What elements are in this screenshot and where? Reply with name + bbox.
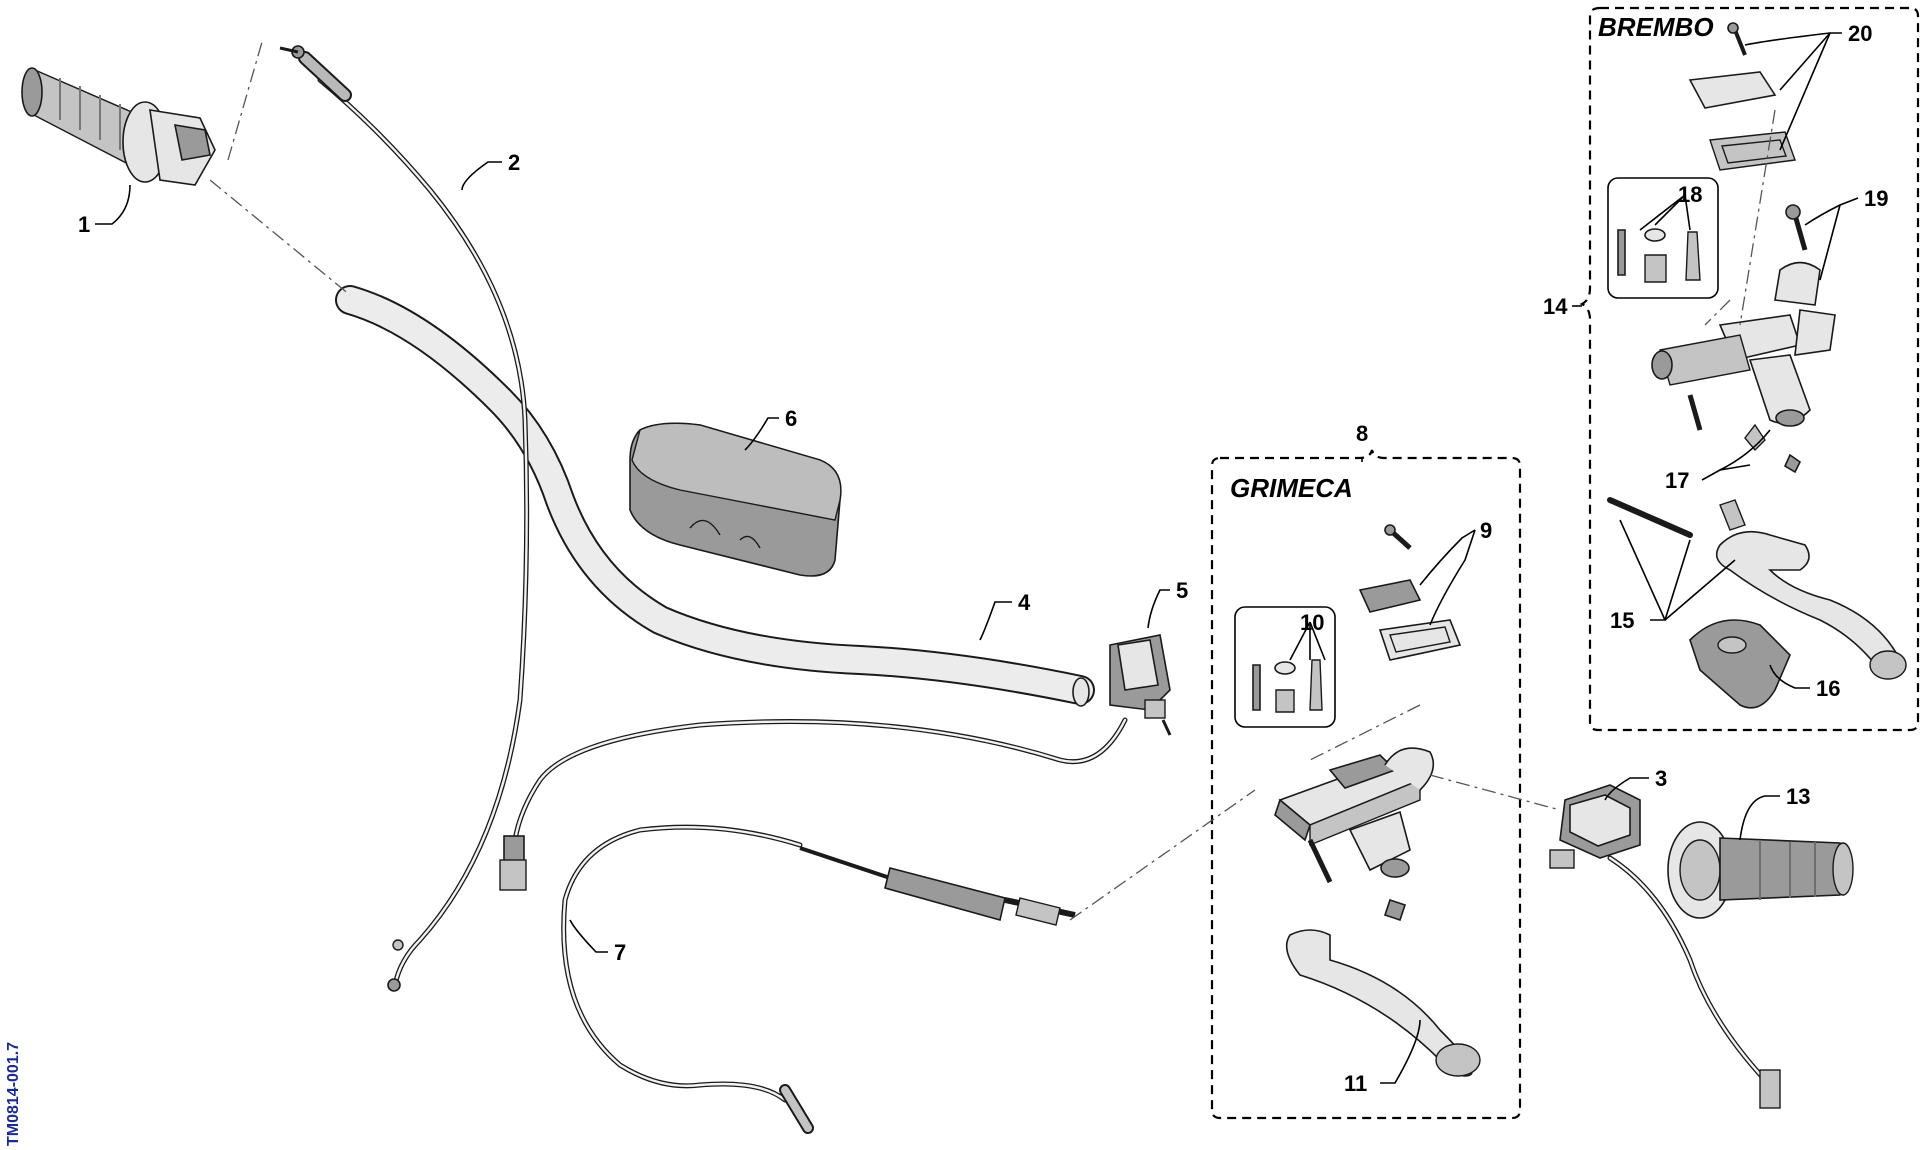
callout-17: 17 xyxy=(1665,468,1689,493)
callouts: 1 2 3 4 5 6 7 8 9 10 11 13 14 15 16 17 1… xyxy=(78,21,1888,1096)
clutch-cable xyxy=(561,824,1076,1134)
callout-13: 13 xyxy=(1786,784,1810,809)
brembo-group-box xyxy=(1579,6,1920,732)
switch-wire xyxy=(499,717,1128,891)
callout-4: 4 xyxy=(1018,590,1031,615)
brembo-master-cylinder xyxy=(1651,22,1836,474)
grimeca-clutch-lever xyxy=(1285,929,1481,1077)
brembo-label: BREMBO xyxy=(1598,12,1714,42)
callout-6: 6 xyxy=(785,406,797,431)
brembo-inset-box xyxy=(1607,177,1719,299)
handlebar xyxy=(335,285,1095,707)
handlebar-pad xyxy=(629,422,842,577)
right-switch xyxy=(1109,634,1172,736)
callout-19: 19 xyxy=(1864,186,1888,211)
callout-3: 3 xyxy=(1655,766,1667,791)
callout-2: 2 xyxy=(508,150,520,175)
throttle-cable xyxy=(279,45,530,992)
brembo-brake-lever xyxy=(1607,497,1907,680)
callout-11: 11 xyxy=(1344,1071,1367,1096)
grimeca-group-box xyxy=(1210,449,1522,1120)
callout-16: 16 xyxy=(1816,676,1840,701)
callout-10: 10 xyxy=(1300,610,1324,635)
leader-lines xyxy=(95,32,1859,1084)
left-grip xyxy=(1667,821,1854,919)
callout-7: 7 xyxy=(614,940,626,965)
callout-18: 18 xyxy=(1678,182,1702,207)
grimeca-label: GRIMECA xyxy=(1230,473,1353,503)
callout-14: 14 xyxy=(1543,294,1568,319)
callout-1: 1 xyxy=(78,212,90,237)
left-switch xyxy=(1549,784,1781,1109)
callout-15: 15 xyxy=(1610,608,1634,633)
throttle-grip xyxy=(21,67,216,186)
brembo-reservoir xyxy=(1689,619,1791,709)
grimeca-clutch-assembly xyxy=(1274,524,1462,922)
callout-9: 9 xyxy=(1480,518,1492,543)
callout-20: 20 xyxy=(1848,21,1872,46)
assembly-lines xyxy=(209,41,1776,921)
callout-8: 8 xyxy=(1356,421,1368,446)
callout-5: 5 xyxy=(1176,578,1188,603)
drawing-code: TM0814-001.7 xyxy=(5,1042,22,1146)
